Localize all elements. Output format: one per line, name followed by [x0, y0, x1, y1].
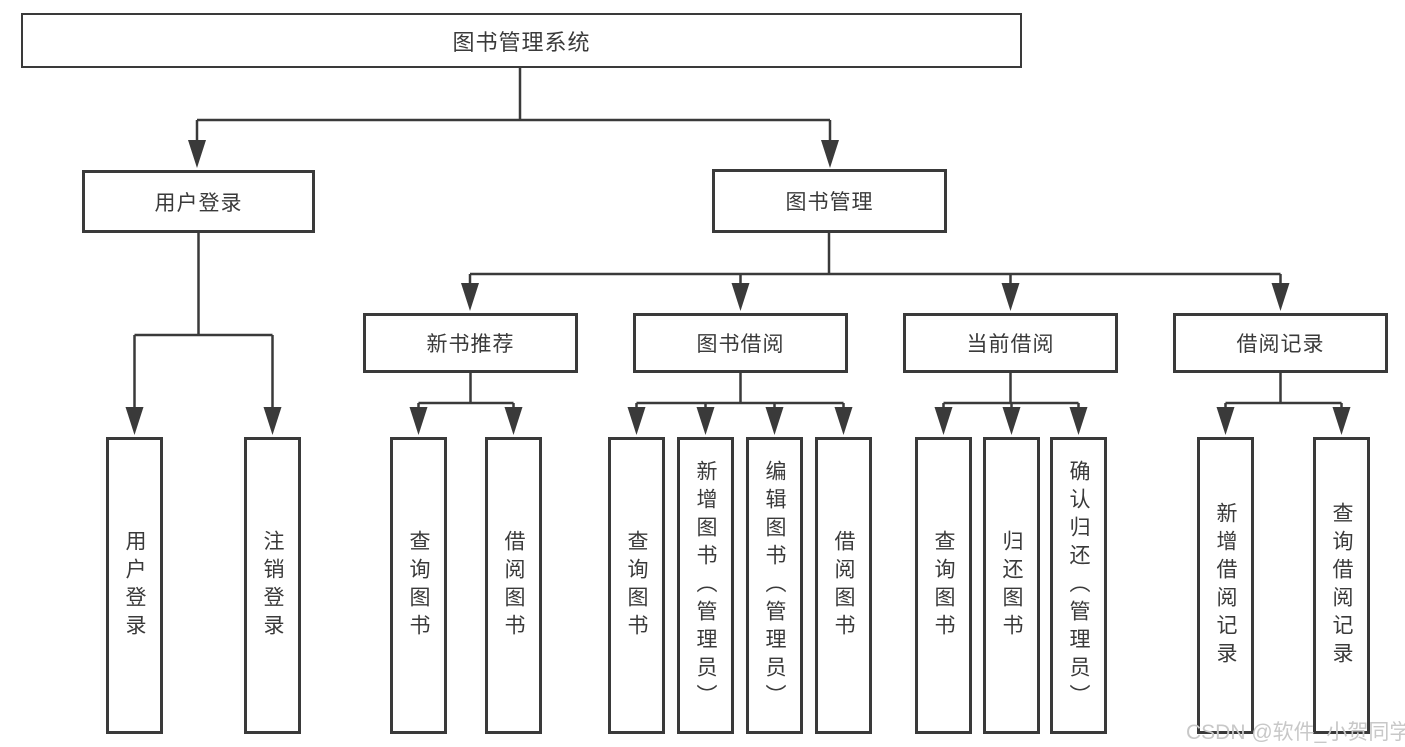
node-book-management-label: 图书管理	[785, 191, 874, 214]
leaf-user-login-label: 用户登录	[123, 529, 146, 642]
node-borrowing-records-label: 借阅记录	[1236, 333, 1325, 356]
leaf-confirm-return-admin: 确认归还（管理员）	[1050, 437, 1107, 734]
node-current-borrowing-label: 当前借阅	[966, 333, 1055, 356]
connector-current-borrowing	[942, 373, 1080, 408]
arrowheads	[125, 140, 1351, 435]
leaf-borrow-books: 借阅图书	[815, 437, 872, 734]
leaf-borrow-books-recommend-label: 借阅图书	[502, 529, 525, 642]
node-new-book-recommend: 新书推荐	[363, 313, 578, 373]
csdn-watermark: CSDN @软件_小贺同学	[1186, 721, 1405, 744]
leaf-return-books: 归还图书	[983, 437, 1040, 734]
node-user-login-label: 用户登录	[154, 191, 243, 215]
leaf-query-books-recommend: 查询图书	[390, 437, 447, 734]
node-user-login: 用户登录	[82, 170, 315, 233]
leaf-borrow-books-recommend: 借阅图书	[485, 437, 542, 734]
connector-book-management	[468, 233, 1282, 284]
leaf-query-books-borrowing: 查询图书	[608, 437, 665, 734]
leaf-add-books-admin-label: 新增图书（管理员）	[694, 459, 717, 712]
leaf-add-borrow-record: 新增借阅记录	[1197, 437, 1254, 734]
leaf-query-books-current-label: 查询图书	[932, 529, 955, 642]
connector-new-book-recommend	[417, 373, 515, 408]
connector-root	[195, 68, 832, 142]
leaf-logout: 注销登录	[244, 437, 301, 734]
node-book-borrowing: 图书借阅	[633, 313, 848, 373]
root-node: 图书管理系统	[21, 13, 1022, 68]
node-new-book-recommend-label: 新书推荐	[426, 333, 515, 356]
root-node-label: 图书管理系统	[452, 29, 591, 55]
leaf-return-books-label: 归还图书	[1000, 529, 1023, 642]
leaf-user-login: 用户登录	[106, 437, 163, 734]
connector-book-borrowing	[635, 373, 845, 408]
leaf-query-borrow-record-label: 查询借阅记录	[1330, 501, 1353, 670]
leaf-query-books-recommend-label: 查询图书	[407, 529, 430, 642]
leaf-add-books-admin: 新增图书（管理员）	[677, 437, 734, 734]
leaf-add-borrow-record-label: 新增借阅记录	[1214, 501, 1237, 670]
leaf-borrow-books-label: 借阅图书	[832, 529, 855, 642]
node-current-borrowing: 当前借阅	[903, 313, 1118, 373]
node-book-management: 图书管理	[712, 169, 947, 233]
connector-user-login	[133, 233, 274, 408]
node-borrowing-records: 借阅记录	[1173, 313, 1388, 373]
leaf-query-books-borrowing-label: 查询图书	[625, 529, 648, 642]
leaf-confirm-return-admin-label: 确认归还（管理员）	[1067, 459, 1090, 712]
leaf-logout-label: 注销登录	[261, 529, 284, 642]
leaf-query-books-current: 查询图书	[915, 437, 972, 734]
connector-borrowing-records	[1224, 373, 1343, 408]
node-book-borrowing-label: 图书借阅	[696, 333, 785, 356]
leaf-edit-books-admin: 编辑图书（管理员）	[746, 437, 803, 734]
leaf-query-borrow-record: 查询借阅记录	[1313, 437, 1370, 734]
leaf-edit-books-admin-label: 编辑图书（管理员）	[763, 459, 786, 712]
